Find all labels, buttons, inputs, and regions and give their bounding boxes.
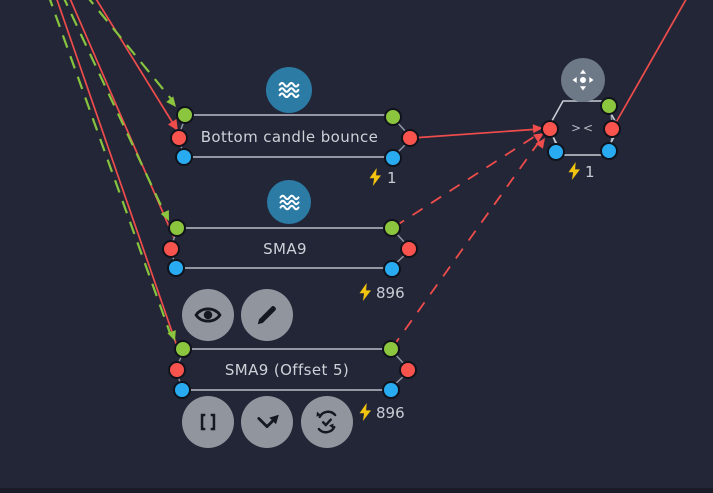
- window-bottom-edge: [0, 488, 713, 493]
- edge-comparator-output[interactable]: [613, 0, 688, 127]
- execution-count-bounce: 1: [387, 169, 397, 187]
- array-output-button[interactable]: [182, 396, 234, 448]
- port-out-green-sma9[interactable]: [383, 219, 401, 237]
- port-out-blue-comparator[interactable]: [600, 142, 618, 160]
- edge-bounce-to-comparator[interactable]: [411, 128, 541, 139]
- lightning-icon: [359, 403, 371, 421]
- port-in-blue-sma9-offset[interactable]: [173, 381, 191, 399]
- port-in-green-bounce[interactable]: [176, 106, 194, 124]
- execution-count-comparator: 1: [585, 163, 595, 181]
- port-out-green-bounce[interactable]: [384, 108, 402, 126]
- arrowhead-green-sma9: [160, 210, 169, 221]
- arrowhead-green-sma9-offset: [167, 330, 176, 341]
- lightning-icon: [359, 283, 371, 301]
- sync-check-icon: [316, 410, 337, 434]
- port-out-red-sma9-offset[interactable]: [399, 361, 417, 379]
- signal-flow-button[interactable]: [241, 396, 293, 448]
- pencil-icon: [257, 306, 276, 325]
- port-out-red-bounce[interactable]: [401, 129, 419, 147]
- port-in-red-sma9-offset[interactable]: [168, 361, 186, 379]
- port-out-blue-sma9[interactable]: [383, 260, 401, 278]
- recalculate-button[interactable]: [301, 396, 353, 448]
- execution-count-sma9-offset: 896: [376, 404, 405, 422]
- port-in-green-sma9[interactable]: [168, 219, 186, 237]
- edge-red-to-bounce[interactable]: [93, 0, 175, 126]
- zigzag-arrow-icon: [257, 414, 279, 429]
- port-in-red-bounce[interactable]: [170, 129, 188, 147]
- port-out-red-sma9[interactable]: [400, 240, 418, 258]
- eye-icon: [194, 307, 222, 323]
- node-label-sma9-offset: SMA9 (Offset 5): [224, 361, 350, 379]
- port-in-red-sma9[interactable]: [162, 240, 180, 258]
- port-out-red-comparator[interactable]: [603, 120, 621, 138]
- lightning-icon: [369, 168, 381, 186]
- edit-button[interactable]: [241, 289, 293, 341]
- edge-green-to-bounce[interactable]: [85, 0, 173, 101]
- edge-green-to-sma9-offset[interactable]: [48, 0, 172, 334]
- view-button[interactable]: [182, 289, 234, 341]
- brackets-icon: [200, 413, 216, 431]
- indicator-type-badge: [267, 180, 311, 224]
- node-label-sma9: SMA9: [263, 240, 307, 258]
- port-out-blue-sma9-offset[interactable]: [382, 381, 400, 399]
- node-label-bottom-candle-bounce: Bottom candle bounce: [200, 128, 379, 146]
- port-in-green-sma9-offset[interactable]: [174, 340, 192, 358]
- port-in-red-comparator[interactable]: [541, 120, 559, 138]
- arrowhead-red-comparator-1: [532, 124, 543, 134]
- move-icon: [572, 69, 594, 91]
- execution-count-sma9: 896: [376, 284, 405, 302]
- move-handle[interactable]: [561, 58, 605, 102]
- indicator-type-badge: [266, 67, 312, 113]
- edge-red-to-sma9-offset[interactable]: [55, 0, 180, 353]
- port-in-blue-comparator[interactable]: [547, 143, 565, 161]
- port-out-blue-bounce[interactable]: [384, 149, 402, 167]
- comparator-operator-label: ><: [570, 121, 596, 135]
- lightning-icon: [568, 162, 580, 180]
- arrowhead-green-bounce: [166, 96, 176, 107]
- edge-sma9-to-comparator[interactable]: [393, 132, 541, 228]
- arrowhead-red-comparator-2: [533, 133, 544, 143]
- port-in-blue-sma9[interactable]: [167, 259, 185, 277]
- port-in-blue-bounce[interactable]: [175, 148, 193, 166]
- arrowhead-red-bounce: [167, 119, 178, 131]
- waves-icon: [278, 81, 300, 99]
- port-out-green-sma9-offset[interactable]: [382, 340, 400, 358]
- port-out-green-comparator[interactable]: [600, 97, 618, 115]
- arrowhead-red-comparator-3: [535, 138, 545, 149]
- edge-green-to-sma9[interactable]: [62, 0, 165, 213]
- waves-icon: [278, 194, 300, 210]
- node-body-lines: [178, 114, 392, 391]
